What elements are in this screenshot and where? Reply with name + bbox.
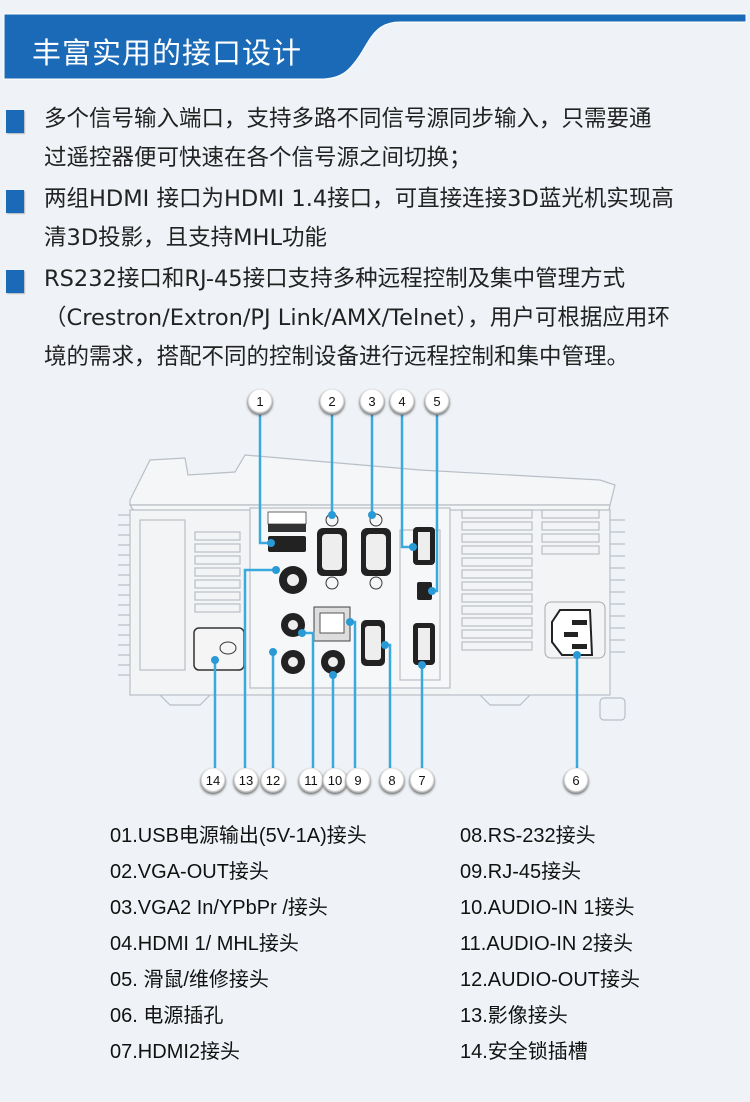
callout-4: 4 bbox=[389, 389, 415, 415]
feature-item: RS232接口和RJ-45接口支持多种远程控制及集中管理方式 （Crestron… bbox=[0, 260, 680, 377]
feature-text-line: 境的需求，搭配不同的控制设备进行远程控制和集中管理。 bbox=[44, 344, 630, 370]
projector-illustration bbox=[118, 407, 626, 768]
legend-item: 07.HDMI2接头 bbox=[110, 1041, 241, 1063]
legend-item: 12.AUDIO-OUT接头 bbox=[460, 969, 641, 991]
header-title: 丰富实用的接口设计 bbox=[32, 36, 303, 70]
legend-item: 03.VGA2 In/YPbPr /接头 bbox=[110, 897, 328, 919]
callout-13: 13 bbox=[233, 768, 259, 794]
feature-text-line: 两组HDMI 接口为HDMI 1.4接口，可直接连接3D蓝光机实现高 bbox=[44, 186, 674, 212]
feature-text-line: 多个信号输入端口，支持多路不同信号源同步输入，只需要通 bbox=[44, 106, 652, 132]
callout-7: 7 bbox=[409, 768, 435, 794]
callout-12: 12 bbox=[260, 768, 286, 794]
leader-dots bbox=[211, 511, 581, 679]
legend-item: 10.AUDIO-IN 1接头 bbox=[460, 897, 635, 919]
feature-item: 多个信号输入端口，支持多路不同信号源同步输入，只需要通 过遥控器便可快速在各个信… bbox=[0, 100, 662, 178]
legend-item: 11.AUDIO-IN 2接头 bbox=[460, 933, 633, 955]
security-lock-slot bbox=[193, 627, 245, 671]
legend-left-column: 01.USB电源输出(5V-1A)接头 02.VGA-OUT接头 03.VGA2… bbox=[110, 818, 367, 1070]
callout-3: 3 bbox=[359, 389, 385, 415]
feature-text-line: RS232接口和RJ-45接口支持多种远程控制及集中管理方式 bbox=[44, 266, 626, 292]
bullet-square-icon bbox=[6, 110, 24, 133]
legend-item: 08.RS-232接头 bbox=[460, 825, 596, 847]
callout-1: 1 bbox=[247, 389, 273, 415]
bullet-square-icon bbox=[6, 190, 24, 213]
legend-item: 13.影像接头 bbox=[460, 1005, 568, 1027]
legend-item: 04.HDMI 1/ MHL接头 bbox=[110, 933, 299, 955]
callout-11: 11 bbox=[298, 768, 324, 794]
legend-item: 06. 电源插孔 bbox=[110, 1005, 224, 1027]
feature-text-line: 过遥控器便可快速在各个信号源之间切换； bbox=[44, 145, 472, 171]
callout-8: 8 bbox=[379, 768, 405, 794]
bullet-square-icon bbox=[6, 270, 24, 293]
callout-2: 2 bbox=[319, 389, 345, 415]
callout-5: 5 bbox=[424, 389, 450, 415]
legend-item: 05. 滑鼠/维修接头 bbox=[110, 969, 269, 991]
legend-item: 09.RJ-45接头 bbox=[460, 861, 582, 883]
callout-6: 6 bbox=[563, 768, 589, 794]
feature-text-line: 清3D投影，且支持MHL功能 bbox=[44, 225, 328, 251]
projector-rear-panel-diagram: 1 2 3 4 5 14 13 12 11 10 9 8 7 6 bbox=[0, 380, 750, 810]
callout-10: 10 bbox=[322, 768, 348, 794]
legend-item: 02.VGA-OUT接头 bbox=[110, 861, 269, 883]
callout-14: 14 bbox=[200, 768, 226, 794]
callout-9: 9 bbox=[345, 768, 371, 794]
usb-port bbox=[268, 536, 306, 552]
header-banner-shape bbox=[3, 13, 747, 80]
feature-text-line: （Crestron/Extron/PJ Link/AMX/Telnet），用户可… bbox=[44, 305, 670, 331]
section-header: 丰富实用的接口设计 bbox=[0, 0, 750, 90]
legend-item: 14.安全锁插槽 bbox=[460, 1041, 588, 1063]
feature-item: 两组HDMI 接口为HDMI 1.4接口，可直接连接3D蓝光机实现高 清3D投影… bbox=[0, 180, 684, 258]
legend-right-column: 08.RS-232接头 09.RJ-45接头 10.AUDIO-IN 1接头 1… bbox=[460, 818, 640, 1070]
mouse-service-port bbox=[417, 582, 432, 600]
legend-item: 01.USB电源输出(5V-1A)接头 bbox=[110, 825, 367, 847]
